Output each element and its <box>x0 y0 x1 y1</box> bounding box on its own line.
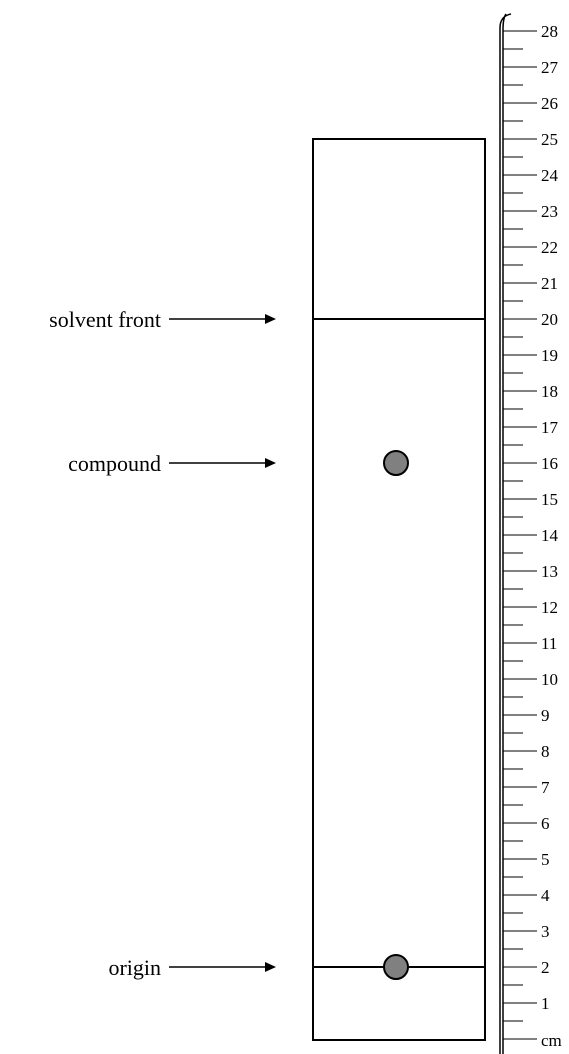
ruler-tick-label: 19 <box>541 346 558 365</box>
ruler-tick-label: 3 <box>541 922 550 941</box>
compound-arrowhead <box>265 458 276 468</box>
solvent-front-arrowhead <box>265 314 276 324</box>
ruler-tick-label: 13 <box>541 562 558 581</box>
origin-callout: origin <box>108 955 276 980</box>
ruler-tick-label: 18 <box>541 382 558 401</box>
ruler: cm 1234567891011121314151617181920212223… <box>499 13 562 1054</box>
ruler-tick-label: 24 <box>541 166 559 185</box>
ruler-tick-label: 8 <box>541 742 550 761</box>
ruler-tick-label: 10 <box>541 670 558 689</box>
ruler-tick-label: 25 <box>541 130 558 149</box>
ruler-tick-label: 4 <box>541 886 550 905</box>
ruler-tick-label: 26 <box>541 94 558 113</box>
ruler-tick-label: 27 <box>541 58 559 77</box>
ruler-tick-label: 20 <box>541 310 558 329</box>
origin-arrowhead <box>265 962 276 972</box>
ruler-tick-label: 22 <box>541 238 558 257</box>
ruler-tick-label: 15 <box>541 490 558 509</box>
tlc-plate <box>312 138 486 1041</box>
ruler-tick-label: 11 <box>541 634 557 653</box>
origin-label: origin <box>108 955 161 980</box>
ruler-unit-label: cm <box>541 1031 562 1050</box>
compound-callout: compound <box>68 451 276 476</box>
ruler-tick-label: 17 <box>541 418 559 437</box>
ruler-edge <box>499 13 512 1054</box>
ruler-tick-label: 6 <box>541 814 550 833</box>
ruler-tick-label: 28 <box>541 22 558 41</box>
ruler-tick-label: 21 <box>541 274 558 293</box>
ruler-tick-label: 16 <box>541 454 558 473</box>
solvent-front-label: solvent front <box>49 307 161 332</box>
compound-spot <box>383 450 409 476</box>
ruler-tick-label: 2 <box>541 958 550 977</box>
ruler-tick-label: 5 <box>541 850 550 869</box>
ruler-tick-label: 14 <box>541 526 559 545</box>
ruler-tick-label: 12 <box>541 598 558 617</box>
ruler-ticks <box>503 30 537 1040</box>
ruler-labels: cm 1234567891011121314151617181920212223… <box>541 22 562 1050</box>
ruler-tick-label: 1 <box>541 994 550 1013</box>
ruler-tick-label: 7 <box>541 778 550 797</box>
solvent-front-callout: solvent front <box>49 307 276 332</box>
ruler-tick-label: 9 <box>541 706 550 725</box>
compound-label: compound <box>68 451 161 476</box>
ruler-tick-label: 23 <box>541 202 558 221</box>
plate-outline <box>312 138 486 1041</box>
origin-spot <box>383 954 409 980</box>
